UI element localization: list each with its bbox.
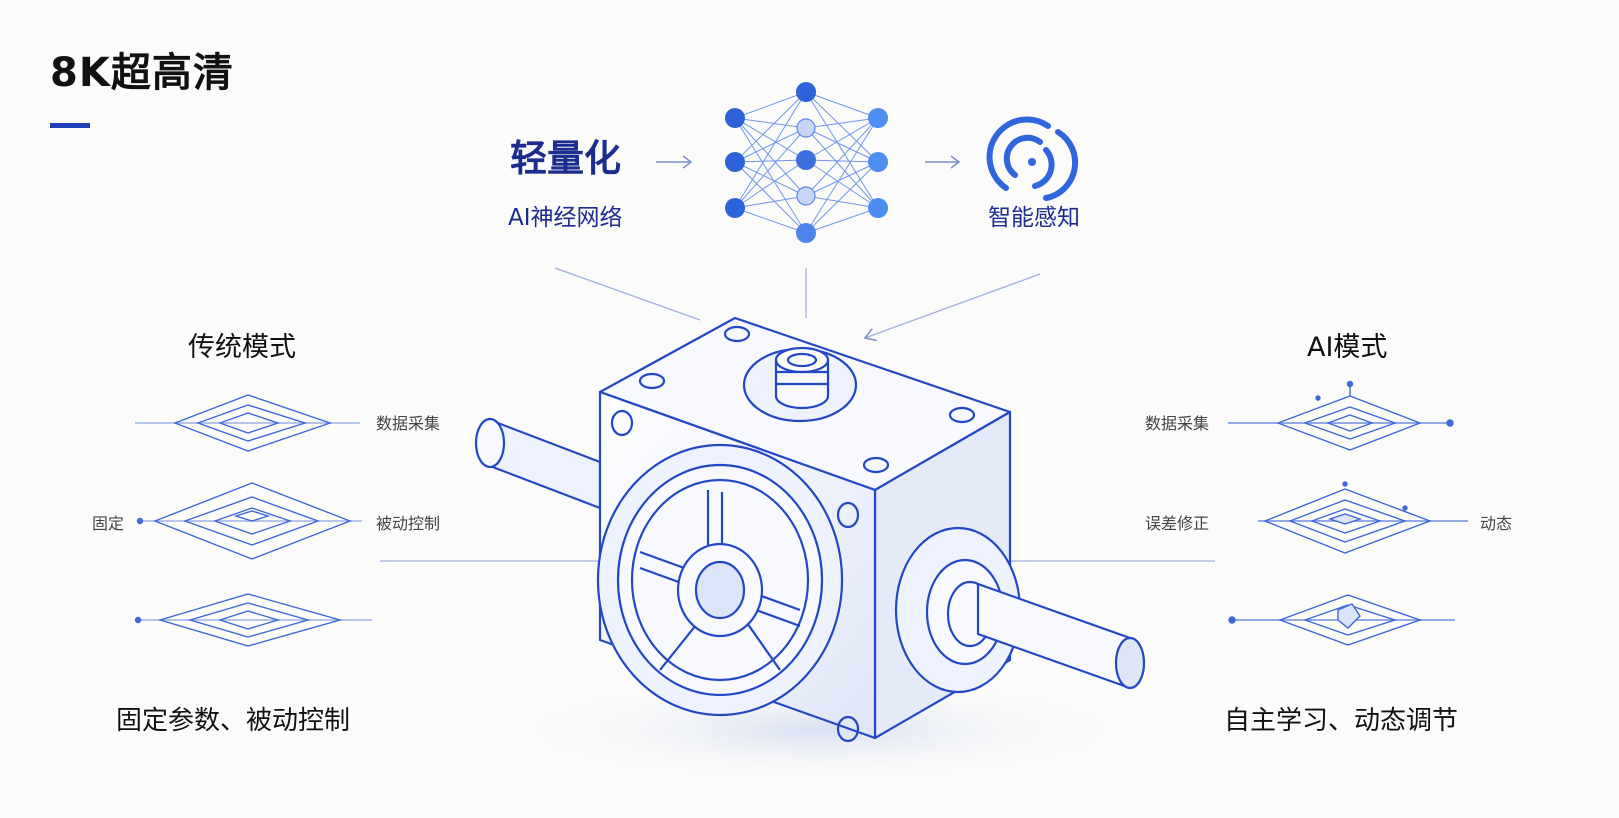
traditional-summary: 固定参数、被动控制 <box>116 706 351 736</box>
page-title: 8K超高清 <box>50 50 234 96</box>
gearbox-icon <box>474 316 1146 743</box>
traditional-label-data: 数据采集 <box>376 414 441 433</box>
ai-layer-error-correction <box>1258 481 1468 554</box>
ai-mode-title: AI模式 <box>1307 332 1388 363</box>
neural-network-icon <box>725 82 888 243</box>
ai-label-data: 数据采集 <box>1145 414 1210 433</box>
title-accent-bar <box>50 123 90 128</box>
smart-sensing-label: 智能感知 <box>988 205 1080 231</box>
flow-arrow-right <box>925 155 961 169</box>
ai-label-error: 误差修正 <box>1145 514 1210 533</box>
wireless-sensing-icon <box>986 116 1079 201</box>
traditional-layers <box>134 394 372 647</box>
layer-passive-control <box>136 482 362 560</box>
flow-arrow-left <box>656 155 693 169</box>
layer-data-collection <box>135 394 360 452</box>
ai-label-dynamic: 动态 <box>1480 514 1513 533</box>
ai-summary: 自主学习、动态调节 <box>1224 706 1459 736</box>
traditional-label-fixed: 固定 <box>92 514 125 533</box>
ai-layers <box>1228 380 1468 646</box>
layer-fixed-output <box>134 593 372 647</box>
gearbox-shadow <box>500 675 1140 785</box>
traditional-label-passive: 被动控制 <box>376 514 441 533</box>
connector-lines <box>380 267 1215 562</box>
ai-layer-dynamic-output <box>1228 594 1455 646</box>
ai-layer-data-collection <box>1228 380 1454 451</box>
ai-network-label: AI神经网络 <box>508 205 623 231</box>
lightweight-title: 轻量化 <box>510 137 621 180</box>
traditional-mode-title: 传统模式 <box>188 332 296 363</box>
